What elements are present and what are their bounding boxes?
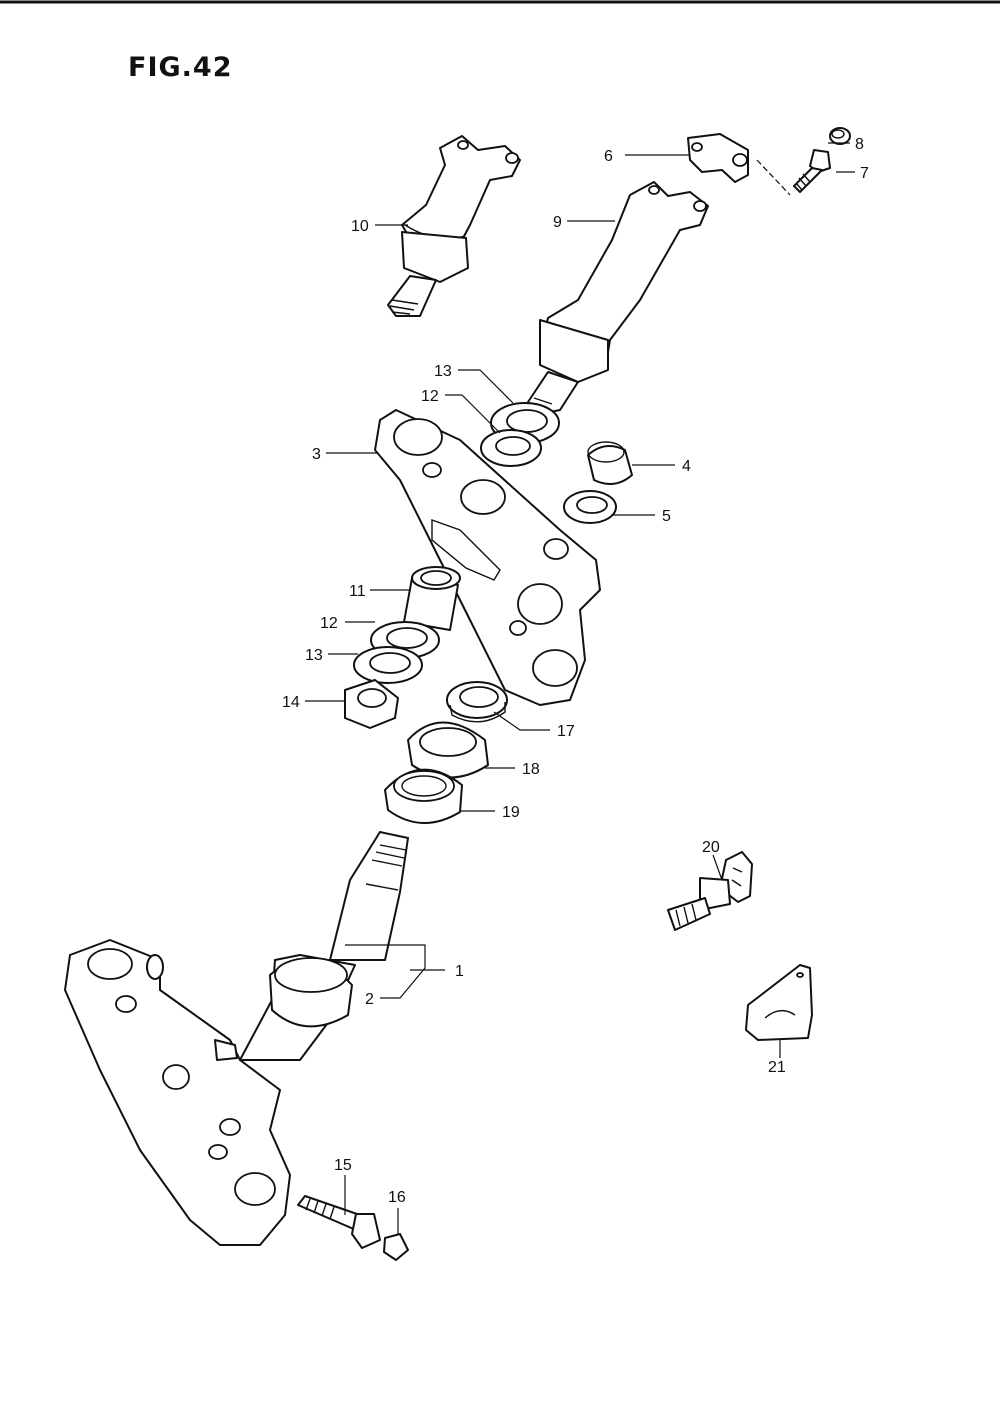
callout-6: 6 — [604, 148, 613, 165]
part-12-washer-upper — [480, 429, 542, 467]
callout-10: 10 — [351, 218, 369, 235]
callout-18: 18 — [522, 761, 540, 778]
callout-3: 3 — [312, 446, 321, 463]
callout-19: 19 — [502, 804, 520, 821]
part-6-clamp — [687, 133, 749, 183]
part-8-cap — [829, 127, 851, 145]
callout-15: 15 — [334, 1157, 352, 1174]
callout-12-lower: 12 — [320, 615, 338, 632]
part-20-key — [667, 851, 753, 931]
part-17-ring-nut — [446, 681, 508, 723]
callout-8: 8 — [855, 136, 864, 153]
part-3-top-bridge — [374, 409, 601, 706]
part-4-cap — [587, 441, 633, 485]
callout-17: 17 — [557, 723, 575, 740]
callout-labels: 10 6 8 7 9 13 12 3 4 5 11 12 13 14 17 18… — [282, 136, 869, 1206]
part-1-steering-stem — [64, 831, 409, 1246]
part-16-nut — [383, 1233, 409, 1261]
part-21-key-plate — [745, 964, 813, 1041]
leader-lines — [305, 142, 855, 1235]
part-14-nut — [344, 679, 399, 729]
callout-7: 7 — [860, 165, 869, 182]
part-18-bearing-race — [407, 721, 489, 779]
part-2-stem-bearing — [269, 957, 353, 1028]
callout-1: 1 — [455, 963, 464, 980]
callout-21: 21 — [768, 1059, 786, 1076]
part-13-washer-lower — [353, 646, 423, 684]
callout-4: 4 — [682, 458, 691, 475]
part-10-handlebar-left — [387, 135, 521, 317]
callout-9: 9 — [553, 214, 562, 231]
figure-title: FIG.42 — [128, 52, 233, 83]
callout-12-upper: 12 — [421, 388, 439, 405]
part-7-bolt — [756, 149, 831, 196]
callout-5: 5 — [662, 508, 671, 525]
part-11-spacer — [403, 566, 461, 631]
callout-16: 16 — [388, 1189, 406, 1206]
part-5-washer — [563, 490, 617, 524]
callout-13-lower: 13 — [305, 647, 323, 664]
callout-11: 11 — [349, 583, 366, 600]
part-15-bolt — [297, 1195, 381, 1249]
callout-13-upper: 13 — [434, 363, 452, 380]
callout-14: 14 — [282, 694, 300, 711]
part-19-bearing — [384, 768, 463, 824]
callout-2: 2 — [365, 991, 374, 1008]
callout-20: 20 — [702, 839, 720, 856]
